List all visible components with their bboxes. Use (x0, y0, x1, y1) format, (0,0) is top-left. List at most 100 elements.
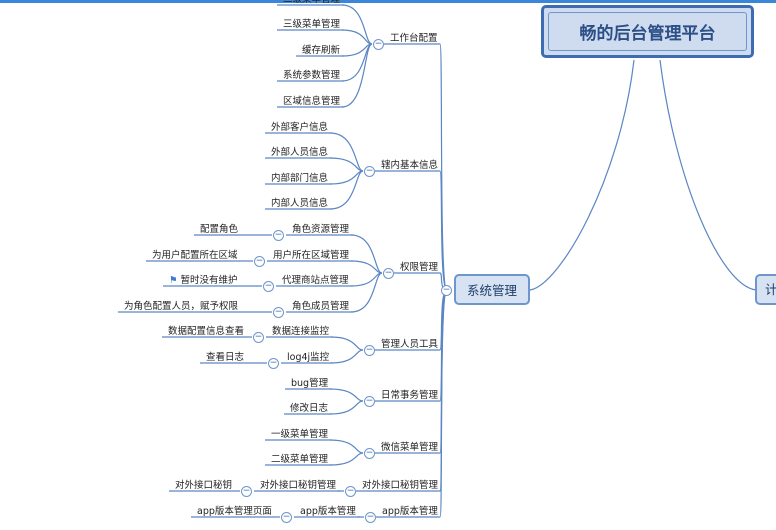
item-node[interactable]: 内部部门信息 (271, 172, 328, 186)
item-node[interactable]: 角色成员管理 (292, 300, 349, 314)
connector-group-to-item (330, 336, 364, 351)
leaf-node-label: 为角色配置人员，赋予权限 (124, 301, 239, 312)
item-node-label: 区域信息管理 (283, 96, 341, 107)
item-node[interactable]: 外部客户信息 (271, 121, 328, 135)
group-node-7-label: app版本管理 (382, 506, 438, 517)
leaf-node-label: app版本管理页面 (197, 506, 272, 517)
item-node[interactable]: 数据连接监控 (272, 325, 329, 339)
root-node-title[interactable]: 畅的后台管理平台 (541, 5, 754, 58)
item-node-label: 缓存刷新 (302, 45, 341, 56)
item-collapse-icon[interactable]: − (281, 512, 292, 523)
item-node[interactable]: 二级菜单管理 (283, 0, 340, 7)
item-node-label: 外部人员信息 (271, 147, 329, 158)
leaf-node-label: 为用户配置所在区域 (152, 250, 238, 261)
item-collapse-icon[interactable]: − (263, 281, 274, 292)
leaf-node[interactable]: 查看日志 (206, 351, 244, 365)
leaf-node[interactable]: 对外接口秘钥 (175, 479, 232, 493)
group-collapse-icon[interactable]: − (364, 448, 375, 459)
item-node[interactable]: 代理商站点管理 (282, 274, 349, 288)
connector-root-to-system (529, 59, 635, 291)
item-node-label: bug管理 (291, 378, 329, 389)
right-branch-node[interactable]: 计 (755, 274, 776, 305)
item-node-label: 一级菜单管理 (271, 429, 329, 440)
group-node-7[interactable]: app版本管理 (382, 505, 438, 519)
item-node[interactable]: 外部人员信息 (271, 146, 328, 160)
window-top-accent-bar (0, 0, 776, 3)
group-collapse-icon[interactable]: − (373, 39, 384, 50)
connector-group-to-item (341, 4, 373, 45)
flag-icon: ⚑ (169, 275, 181, 286)
group-node-6-label: 对外接口秘钥管理 (362, 480, 439, 491)
leaf-node[interactable]: app版本管理页面 (197, 505, 272, 519)
item-node[interactable]: bug管理 (291, 377, 328, 391)
item-node-label: 三级菜单管理 (283, 19, 341, 30)
item-node[interactable]: 一级菜单管理 (271, 428, 328, 442)
item-collapse-icon[interactable]: − (273, 307, 284, 318)
group-collapse-icon[interactable]: − (364, 166, 375, 177)
connector-group-to-item (329, 388, 364, 402)
leaf-node[interactable]: ⚑ 暂时没有维护 (169, 274, 238, 288)
group-collapse-icon[interactable]: − (364, 396, 375, 407)
item-node[interactable]: 缓存刷新 (302, 44, 340, 58)
group-node-3[interactable]: 管理人员工具 (381, 338, 438, 352)
item-node[interactable]: log4j监控 (287, 351, 329, 365)
root-node-label: 畅的后台管理平台 (579, 24, 716, 44)
item-node-label: 角色资源管理 (292, 224, 350, 235)
connector-group-to-item (329, 452, 364, 466)
group-node-0[interactable]: 工作台配置 (390, 32, 438, 46)
item-node-label: log4j监控 (287, 352, 330, 363)
system-management-collapse-icon[interactable]: − (441, 285, 452, 296)
group-collapse-icon[interactable]: − (345, 486, 356, 497)
item-node[interactable]: app版本管理 (300, 505, 356, 519)
connector-group-to-item (329, 157, 364, 172)
connector-group-to-item (329, 439, 364, 454)
connector-system-to-group (439, 43, 448, 291)
system-management-label: 系统管理 (466, 283, 517, 298)
connector-group-to-item (330, 349, 364, 364)
group-collapse-icon[interactable]: − (365, 512, 376, 523)
item-node-label: 内部人员信息 (271, 198, 329, 209)
item-node[interactable]: 系统参数管理 (283, 69, 340, 83)
connector-group-to-item (329, 132, 364, 172)
item-node[interactable]: 三级菜单管理 (283, 18, 340, 32)
system-management-node[interactable]: 系统管理 (454, 274, 530, 305)
item-collapse-icon[interactable]: − (241, 486, 252, 497)
item-node-label: 修改日志 (290, 403, 329, 414)
group-node-2[interactable]: 权限管理 (400, 261, 438, 275)
item-node[interactable]: 角色资源管理 (292, 223, 349, 237)
leaf-node[interactable]: 为角色配置人员，赋予权限 (124, 300, 238, 314)
leaf-node[interactable]: 数据配置信息查看 (168, 325, 244, 339)
item-node[interactable]: 区域信息管理 (283, 95, 340, 109)
leaf-node-label: 数据配置信息查看 (168, 326, 245, 337)
connector-group-to-item (350, 260, 383, 274)
leaf-node-label: 暂时没有维护 (180, 275, 238, 286)
item-collapse-icon[interactable]: − (273, 230, 284, 241)
group-node-5[interactable]: 微信菜单管理 (381, 441, 438, 455)
connector-root-to-right (659, 59, 757, 291)
connector-group-to-item (341, 43, 373, 82)
item-collapse-icon[interactable]: − (254, 256, 265, 267)
leaf-node-label: 配置角色 (200, 224, 239, 235)
item-node-label: 角色成员管理 (292, 301, 350, 312)
leaf-node[interactable]: 为用户配置所在区域 (152, 249, 238, 263)
group-collapse-icon[interactable]: − (364, 345, 375, 356)
item-node[interactable]: 用户所在区域管理 (273, 249, 349, 263)
group-node-0-label: 工作台配置 (390, 33, 438, 44)
group-node-6[interactable]: 对外接口秘钥管理 (362, 479, 438, 493)
connector-system-to-group (439, 170, 448, 291)
item-node-label: 二级菜单管理 (271, 454, 329, 465)
connector-group-to-item (350, 234, 383, 274)
item-node[interactable]: 修改日志 (290, 402, 328, 416)
group-node-4[interactable]: 日常事务管理 (381, 389, 438, 403)
item-collapse-icon[interactable]: − (253, 332, 264, 343)
leaf-node-label: 查看日志 (206, 352, 245, 363)
item-collapse-icon[interactable]: − (268, 358, 279, 369)
group-node-1[interactable]: 辖内基本信息 (381, 159, 438, 173)
group-collapse-icon[interactable]: − (383, 268, 394, 279)
leaf-node[interactable]: 配置角色 (200, 223, 238, 237)
item-node[interactable]: 二级菜单管理 (271, 453, 328, 467)
item-node[interactable]: 内部人员信息 (271, 197, 328, 211)
item-node-label: 内部部门信息 (271, 173, 329, 184)
item-node[interactable]: 对外接口秘钥管理 (260, 479, 336, 493)
